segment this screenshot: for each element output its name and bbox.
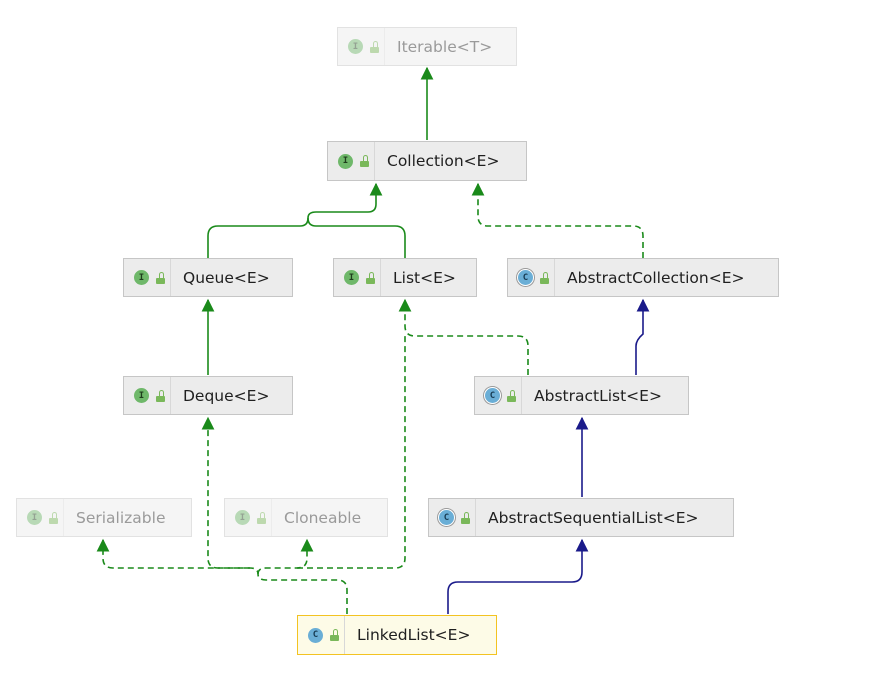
node-iterable[interactable]: I Iterable<T> [337,27,517,66]
lock-icon [369,40,380,53]
node-label: Cloneable [284,508,362,527]
class-icon: C [308,627,323,643]
edge-abstractlist-list [398,298,529,375]
interface-icon: I [134,270,149,285]
interface-icon: I [344,270,359,285]
node-label: Queue<E> [183,268,270,287]
lock-icon [155,271,166,284]
lock-icon [365,271,376,284]
node-label: Iterable<T> [397,37,493,56]
node-serializable[interactable]: I Serializable [16,498,192,537]
node-queue[interactable]: I Queue<E> [123,258,293,297]
edge-linkedlist-abstractsequentiallist [447,538,589,614]
node-deque[interactable]: I Deque<E> [123,376,293,415]
edge-abstractcollection-collection [471,182,644,258]
lock-icon [48,511,59,524]
node-abstractlist[interactable]: C AbstractList<E> [474,376,689,415]
edge-linkedlist-cloneable [257,538,314,575]
lock-icon [256,511,267,524]
node-label: List<E> [393,268,456,287]
lock-icon [506,389,517,402]
node-label: AbstractList<E> [534,386,662,405]
node-label: Serializable [76,508,166,527]
interface-icon: I [134,388,149,403]
edge-abstractlist-abstractcollection [635,298,650,375]
interface-icon: I [348,39,363,54]
node-list[interactable]: I List<E> [333,258,477,297]
lock-icon [155,389,166,402]
node-label: AbstractSequentialList<E> [488,508,699,527]
lock-icon [329,629,340,641]
node-abstractcollection[interactable]: C AbstractCollection<E> [507,258,779,297]
node-cloneable[interactable]: I Cloneable [224,498,388,537]
abstract-class-icon: C [485,388,500,403]
node-label: Collection<E> [387,152,500,170]
edge-linkedlist-serializable [96,538,348,614]
edge-list-collection [307,217,406,258]
lock-icon [460,511,471,524]
node-abstractsequentiallist[interactable]: C AbstractSequentialList<E> [428,498,734,537]
node-linkedlist[interactable]: C LinkedList<E> [297,615,497,655]
node-label: LinkedList<E> [357,626,471,644]
node-label: AbstractCollection<E> [567,268,745,287]
lock-icon [539,271,550,284]
node-label: Deque<E> [183,386,270,405]
interface-icon: I [235,510,250,525]
interface-icon: I [338,153,353,169]
interface-icon: I [27,510,42,525]
abstract-class-icon: C [439,510,454,525]
node-collection[interactable]: I Collection<E> [327,141,527,181]
edge-queue-collection [207,182,383,258]
edge-linkedlist-list [297,336,406,569]
edge-linkedlist-deque [201,416,250,569]
abstract-class-icon: C [518,270,533,285]
lock-icon [359,155,370,167]
